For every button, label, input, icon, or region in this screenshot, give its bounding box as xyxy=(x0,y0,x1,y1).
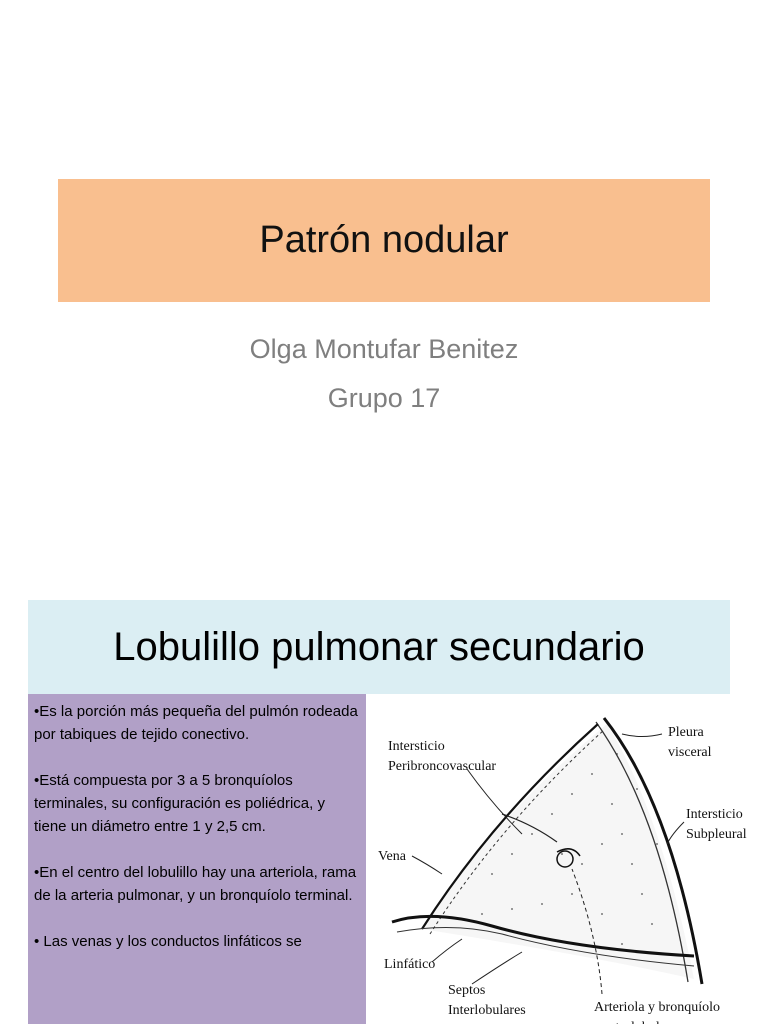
pleura-line xyxy=(602,717,704,985)
group-label: Grupo 17 xyxy=(327,383,441,413)
leader-pleura xyxy=(621,733,663,737)
bullet-item: • Las venas y los conductos linfáticos s… xyxy=(34,933,302,950)
stipple-dots xyxy=(481,753,663,955)
label-pleura-2: visceral xyxy=(668,745,712,760)
label-intersticio-peri-1: Intersticio xyxy=(388,739,445,754)
label-arteriola-1: Arteriola y bronquíolo xyxy=(594,1000,720,1015)
slide-title-text: Patrón nodular xyxy=(259,219,509,261)
lobule-diagram-svg: Intersticio Peribroncovascular Pleura vi… xyxy=(378,717,747,1024)
bullet-text-box: •Es la porción más pequeña del pulmón ro… xyxy=(28,694,366,1024)
leader-arteriola xyxy=(571,868,603,995)
left-septum-inner xyxy=(429,729,605,935)
bottom-septum xyxy=(391,914,695,958)
leader-peri xyxy=(466,768,523,835)
subpleural-line xyxy=(595,721,689,983)
label-intersticio-sub-2: Subpleural xyxy=(686,827,747,842)
label-linfatico: Linfático xyxy=(384,957,435,972)
leader-vena xyxy=(411,855,443,875)
title-band: Patrón nodular xyxy=(58,179,710,302)
slide-title: Patrón nodular Olga Montufar Benitez Gru… xyxy=(58,179,710,413)
slide-lobulillo: Lobulillo pulmonar secundario •Es la por… xyxy=(0,590,768,1024)
label-arteriola-2: centrolobular xyxy=(596,1020,671,1024)
bronchiole-circle xyxy=(556,850,574,868)
label-pleura-1: Pleura xyxy=(668,725,705,740)
left-septum xyxy=(421,723,599,930)
arteriole-curve xyxy=(556,848,581,857)
heading-band: Lobulillo pulmonar secundario xyxy=(28,600,730,694)
leader-septos xyxy=(471,951,523,985)
lobule-diagram: Intersticio Peribroncovascular Pleura vi… xyxy=(372,694,768,1024)
leader-subpleural xyxy=(666,821,685,845)
branch-line xyxy=(501,813,558,843)
label-septos-1: Septos xyxy=(448,983,485,998)
bottom-septum-inner xyxy=(396,926,695,967)
label-vena: Vena xyxy=(378,849,407,864)
bullet-item: •En el centro del lobulillo hay una arte… xyxy=(34,864,357,904)
leader-linfatico xyxy=(431,938,463,963)
label-intersticio-sub-1: Intersticio xyxy=(686,807,743,822)
slide-heading: Lobulillo pulmonar secundario xyxy=(113,624,645,669)
label-septos-2: Interlobulares xyxy=(448,1003,526,1018)
label-intersticio-peri-2: Peribroncovascular xyxy=(388,759,496,774)
bullet-item: •Está compuesta por 3 a 5 bronquíolos te… xyxy=(34,772,325,835)
author-name: Olga Montufar Benitez xyxy=(249,334,519,364)
bullet-item: •Es la porción más pequeña del pulmón ro… xyxy=(34,703,358,743)
